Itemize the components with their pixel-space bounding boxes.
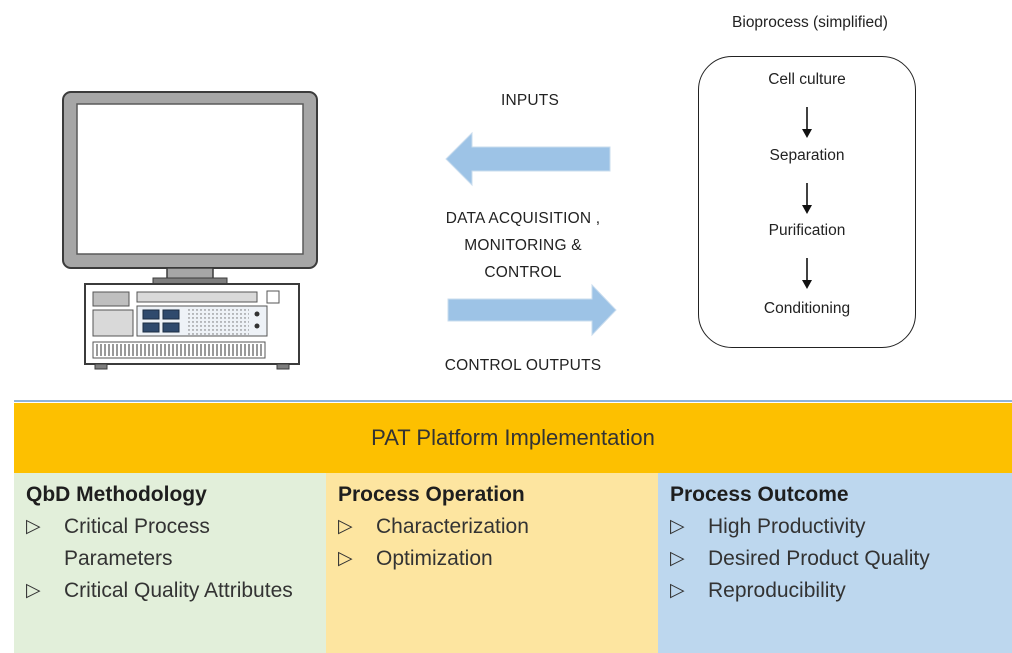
inputs-label: INPUTS [500,92,560,109]
list-item: ▷ High Productivity [670,511,1000,543]
list-item: ▷ Critical Process Parameters [26,511,314,575]
triangle-right-outline-icon: ▷ [26,516,41,537]
triangle-right-outline-icon: ▷ [338,548,353,569]
triangle-right-outline-icon: ▷ [670,548,685,569]
list-item-label: Critical Quality Attributes [64,579,293,602]
column-title: QbD Methodology [26,483,207,506]
arrow-down-icon [802,183,812,214]
triangle-right-outline-icon: ▷ [670,580,685,601]
list-item: ▷ Desired Product Quality [670,543,1000,575]
triangle-right-outline-icon: ▷ [26,580,41,601]
process-outcome-column: Process Outcome ▷ High Productivity ▷ De… [658,473,1012,653]
step-purification: Purification [768,222,846,239]
list-item-label: Optimization [376,547,493,570]
triangle-right-outline-icon: ▷ [670,516,685,537]
step-conditioning: Conditioning [763,300,851,317]
triangle-right-outline-icon: ▷ [338,516,353,537]
bioprocess-box: Cell culture Separation Purification Con… [698,56,916,348]
list-item: ▷ Reproducibility [670,575,1000,607]
data-acquisition-label: DATA ACQUISITION , MONITORING & CONTROL [418,205,628,286]
pat-header: PAT Platform Implementation [14,403,1012,473]
list-item: ▷ Optimization [338,543,646,575]
list-item: ▷ Characterization [338,511,646,543]
daq-line-2: MONITORING & [464,237,582,254]
daq-line-3: CONTROL [484,264,562,281]
arrow-down-icon [802,107,812,138]
list-item-label: Critical Process Parameters [64,515,210,570]
list-item: ▷ Critical Quality Attributes [26,575,314,607]
bioprocess-title: Bioprocess (simplified) [732,14,888,31]
control-outputs-label: CONTROL OUTPUTS [444,357,602,374]
step-cell-culture: Cell culture [768,71,846,88]
qbd-methodology-column: QbD Methodology ▷ Critical Process Param… [14,473,326,653]
column-title: Process Outcome [670,483,849,506]
column-title: Process Operation [338,483,525,506]
process-operation-column: Process Operation ▷ Characterization ▷ O… [326,473,658,653]
list-item-label: Desired Product Quality [708,547,930,570]
inputs-arrow-icon [445,131,611,187]
arrow-down-icon [802,258,812,289]
list-item-label: High Productivity [708,515,866,538]
control-outputs-arrow-icon [447,283,617,337]
list-item-label: Reproducibility [708,579,846,602]
list-item-label: Characterization [376,515,529,538]
divider [14,400,1012,402]
desktop-computer-icon [62,91,318,370]
daq-line-1: DATA ACQUISITION , [445,210,601,227]
step-separation: Separation [769,147,845,164]
